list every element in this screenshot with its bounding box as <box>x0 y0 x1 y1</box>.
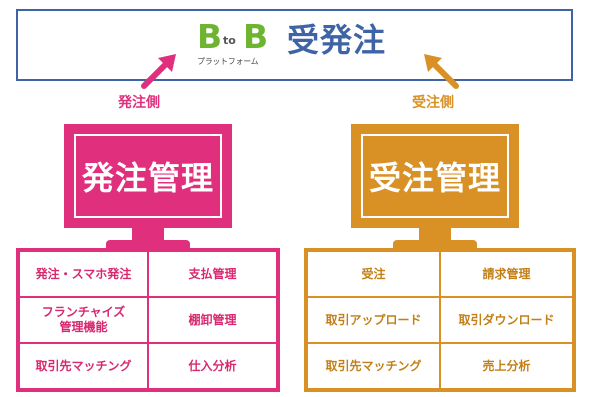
order-features-grid: 発注・スマホ発注 支払管理 フランチャイズ 管理機能 棚卸管理 取引先マッチング… <box>16 248 280 392</box>
arrow-up-left-icon <box>424 54 459 89</box>
platform-banner <box>16 9 573 81</box>
btob-logo: B to B プラットフォーム <box>197 20 281 70</box>
banner-title: 受発注 <box>287 21 387 59</box>
arrow-up-right-icon <box>141 54 176 89</box>
order-feature-item: 棚卸管理 <box>148 297 277 343</box>
order-screen-title: 発注管理 <box>74 134 222 218</box>
logo-to: to <box>223 34 236 47</box>
receive-feature-item: 受注 <box>307 251 440 297</box>
receive-feature-item: 売上分析 <box>440 343 573 389</box>
logo-letter-b2: B <box>243 17 269 56</box>
order-feature-item: 発注・スマホ発注 <box>19 251 148 297</box>
receive-monitor-neck <box>419 228 451 242</box>
receive-monitor: 受注管理 <box>351 124 519 228</box>
order-monitor-neck <box>132 228 164 242</box>
receive-features-grid: 受注 請求管理 取引アップロード 取引ダウンロード 取引先マッチング 売上分析 <box>304 248 576 392</box>
order-feature-item: 取引先マッチング <box>19 343 148 389</box>
receive-side-label: 受注側 <box>412 95 454 111</box>
order-monitor-stand <box>106 240 190 248</box>
receive-feature-item: 取引アップロード <box>307 297 440 343</box>
order-feature-item: 支払管理 <box>148 251 277 297</box>
logo-letter-b1: B <box>197 17 223 56</box>
order-feature-item: フランチャイズ 管理機能 <box>19 297 148 343</box>
order-feature-item: 仕入分析 <box>148 343 277 389</box>
receive-feature-item: 取引ダウンロード <box>440 297 573 343</box>
order-monitor: 発注管理 <box>64 124 232 228</box>
order-side-label: 発注側 <box>118 95 160 111</box>
receive-feature-item: 取引先マッチング <box>307 343 440 389</box>
receive-monitor-stand <box>393 240 477 248</box>
receive-screen-title: 受注管理 <box>361 134 509 218</box>
receive-feature-item: 請求管理 <box>440 251 573 297</box>
logo-subtitle: プラットフォーム <box>197 57 259 66</box>
